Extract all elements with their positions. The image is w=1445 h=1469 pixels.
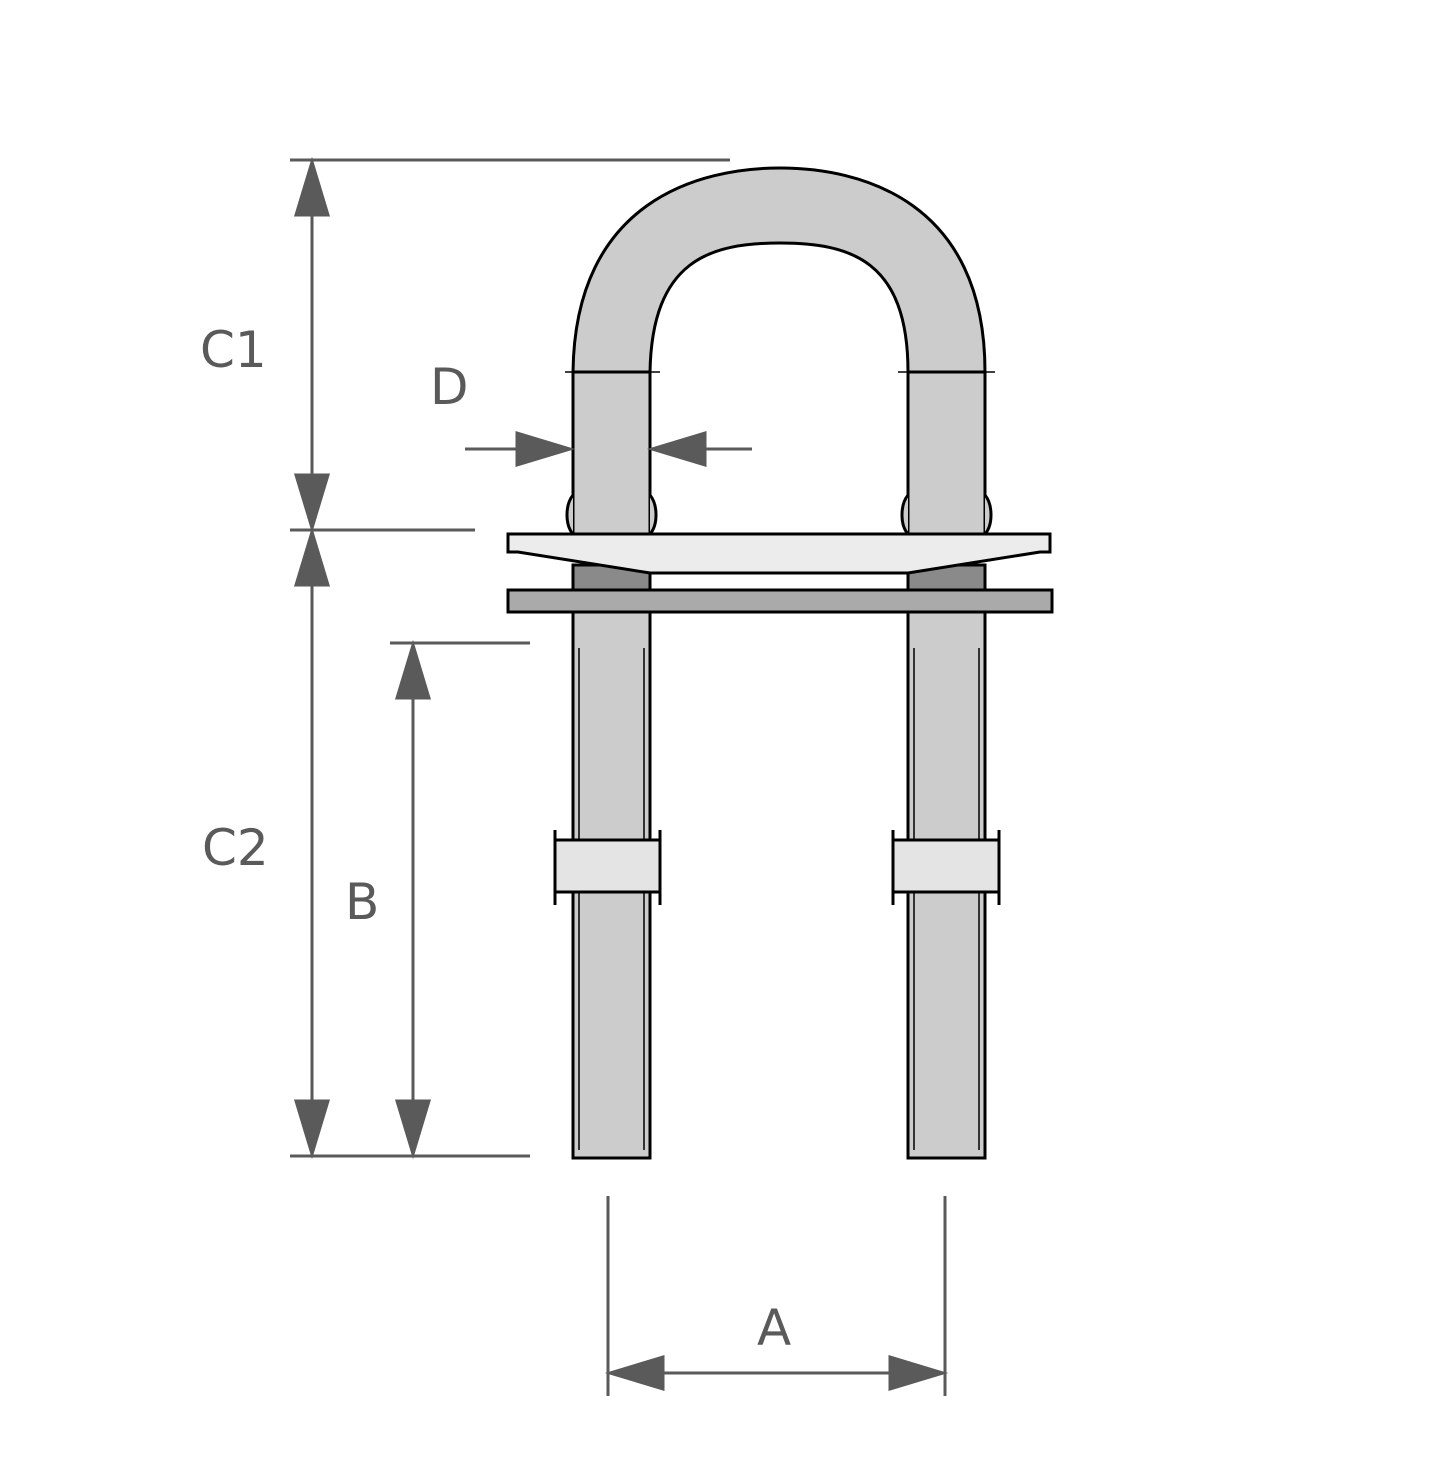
label-b: B xyxy=(345,873,380,931)
dimension-lines xyxy=(290,156,949,1396)
u-bolt-arc xyxy=(571,166,987,374)
u-bolt xyxy=(571,166,987,1160)
label-c2: C2 xyxy=(202,819,269,877)
label-d: D xyxy=(430,358,469,416)
right-leg-upper xyxy=(906,370,987,536)
label-a: A xyxy=(757,1299,792,1357)
thread-lines xyxy=(565,371,995,1150)
top-plate xyxy=(506,532,1052,575)
left-leg-upper xyxy=(571,370,652,536)
bottom-plate xyxy=(506,588,1054,614)
weld-marks xyxy=(565,494,993,535)
nuts xyxy=(553,830,1001,905)
left-nut xyxy=(553,838,662,894)
right-nut xyxy=(891,838,1001,894)
label-c1: C1 xyxy=(200,321,267,379)
